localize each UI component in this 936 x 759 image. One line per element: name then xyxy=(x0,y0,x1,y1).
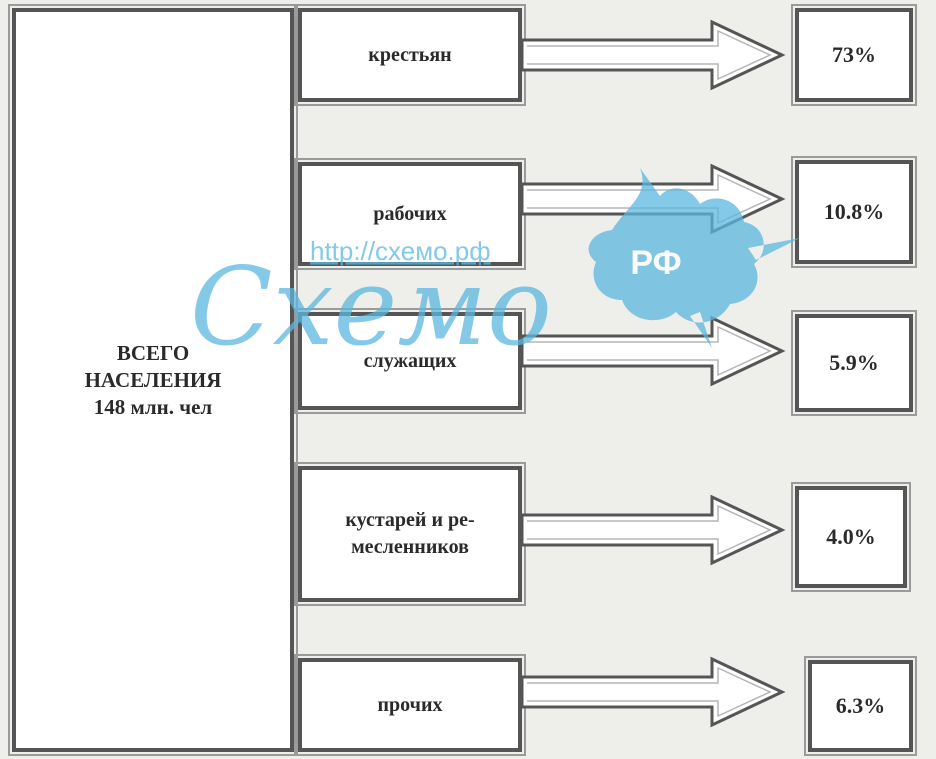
category-box-artisans: кустарей и ре- месленников xyxy=(294,462,526,606)
percent-value: 4.0% xyxy=(826,524,876,549)
percent-value: 6.3% xyxy=(835,693,886,718)
category-box-employees: служащих xyxy=(294,308,526,414)
category-box-workers: рабочих xyxy=(294,158,526,270)
total-label-line2: НАСЕЛЕНИЯ xyxy=(84,367,222,392)
category-box-others: прочих xyxy=(294,654,526,756)
category-label: кустарей и ре- месленников xyxy=(345,509,475,558)
arrow-workers xyxy=(520,163,786,235)
percent-box-workers: 10.8% xyxy=(791,156,917,268)
arrow-others xyxy=(520,656,786,728)
percent-box-artisans: 4.0% xyxy=(791,482,911,592)
percent-value: 10.8% xyxy=(823,199,885,224)
percent-value: 5.9% xyxy=(829,350,879,375)
total-label-line3: 148 млн. чел xyxy=(93,394,213,419)
arrow-artisans xyxy=(520,494,786,566)
arrow-employees xyxy=(520,315,786,387)
percent-box-peasants: 73% xyxy=(791,4,917,106)
category-label: прочих xyxy=(377,693,443,716)
category-box-peasants: крестьян xyxy=(294,4,526,106)
total-population-box: ВСЕГО НАСЕЛЕНИЯ 148 млн. чел xyxy=(8,4,298,756)
percent-box-others: 6.3% xyxy=(804,656,917,756)
category-label: рабочих xyxy=(373,202,447,225)
percent-box-employees: 5.9% xyxy=(791,310,917,416)
total-label-line1: ВСЕГО xyxy=(116,340,190,365)
arrow-peasants xyxy=(520,19,786,91)
category-label: крестьян xyxy=(368,43,452,66)
percent-value: 73% xyxy=(832,42,876,67)
category-label: служащих xyxy=(363,349,457,372)
